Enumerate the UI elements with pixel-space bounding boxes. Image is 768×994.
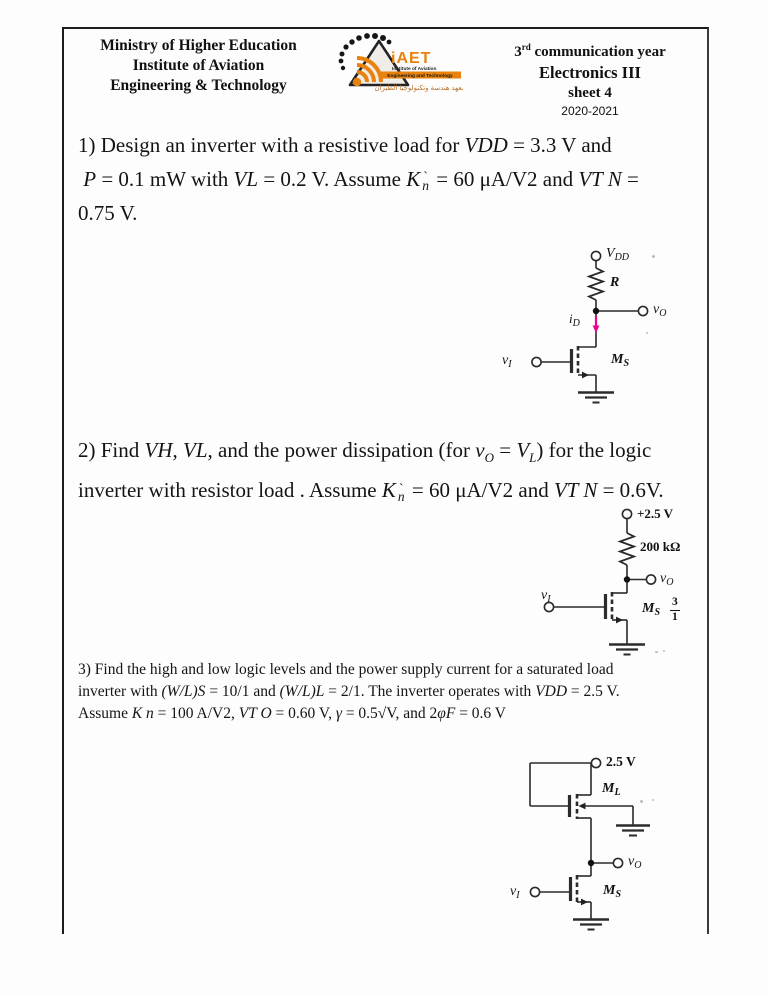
problem-2-line-1: 2) Find VH, VL, and the power dissipatio…	[78, 438, 652, 466]
problem-1: 1) Design an inverter with a resistive l…	[78, 128, 706, 230]
drain-current-label: iD	[569, 311, 580, 329]
problem-2: 2) Find VH, VL, and the power dissipatio…	[78, 434, 706, 506]
problem-3-line-3: Assume K n = 100 A/V2, VT O = 0.60 V, γ …	[78, 705, 506, 722]
supply-voltage-label: 2.5 V	[606, 754, 636, 769]
scan-speck	[652, 255, 655, 258]
logo-name-line1: Institute of Aviation	[392, 66, 436, 72]
page-border	[62, 27, 709, 934]
problem-3: 3) Find the high and low logic levels an…	[78, 659, 710, 725]
input-voltage-label: vI	[502, 353, 512, 370]
body-arrow-icon	[578, 802, 586, 810]
switch-transistor-label: MS	[603, 883, 622, 900]
output-voltage-label: vO	[660, 571, 674, 588]
output-voltage-label: vO	[653, 302, 667, 319]
output-node-dot	[592, 307, 600, 315]
scan-speck	[640, 800, 643, 803]
circuit-1-resistive-load-inverter: VDD R iD vO vI MS	[470, 240, 670, 415]
course-year-text: communication year	[530, 44, 666, 60]
institute-logo: iAET Institute of Aviation Engineering a…	[333, 32, 466, 98]
output-node-dot	[623, 576, 631, 583]
scan-speck	[652, 799, 654, 801]
switch-transistor-label: MS	[642, 601, 661, 618]
source-arrow-icon	[582, 371, 589, 379]
logo-arabic-name: معهد هندسة وتكنولوجيا الطيران	[374, 84, 463, 92]
output-node-dot	[587, 859, 595, 867]
course-info: 3rd communication year Electronics III s…	[477, 38, 703, 119]
circuit-3-saturated-load-inverter: 2.5 V ML vO vI MS	[450, 745, 700, 940]
drain-current-arrow-icon	[592, 316, 600, 333]
logo-name-line2: Engineering and Technology	[387, 73, 453, 79]
academic-year: 2020-2021	[561, 104, 619, 118]
institution-name: Ministry of Higher Education Institute o…	[80, 36, 317, 96]
sheet-number: sheet 4	[568, 85, 612, 101]
output-voltage-label: vO	[628, 854, 642, 871]
source-arrow-icon	[616, 616, 623, 624]
institution-line-2: Institute of Aviation	[132, 57, 265, 74]
problem-1-line-3: 0.75 V.	[78, 201, 138, 225]
logo-graphic-icon: iAET Institute of Aviation Engineering a…	[338, 33, 466, 92]
problem-3-line-2: inverter with (W/L)S = 10/1 and (W/L)L =…	[78, 683, 620, 700]
load-transistor-label: ML	[602, 781, 621, 798]
logo-acronym: iAET	[391, 50, 431, 67]
institution-line-3: Engineering & Technology	[110, 77, 287, 94]
problem-3-line-1: 3) Find the high and low logic levels an…	[78, 661, 614, 678]
vdd-supply-label: VDD	[606, 246, 630, 263]
resistor-label: R	[610, 275, 620, 290]
input-voltage-label: vI	[510, 884, 520, 901]
switch-transistor-label: MS	[611, 352, 630, 369]
problem-1-line-1: 1) Design an inverter with a resistive l…	[78, 133, 612, 157]
scan-speck	[646, 332, 648, 334]
scan-speck	[655, 651, 658, 653]
course-title: Electronics III	[539, 63, 641, 82]
circuit-1-schematic	[531, 250, 649, 404]
institution-line-1: Ministry of Higher Education	[100, 37, 297, 54]
circuit-2-schematic	[543, 508, 657, 656]
supply-voltage-label: +2.5 V	[637, 506, 674, 521]
circuit-3-schematic	[529, 757, 650, 931]
course-year: 3rd communication year	[477, 38, 703, 62]
course-year-number: 3	[514, 44, 522, 60]
scan-speck	[663, 650, 665, 652]
resistor-value-label: 200 kΩ	[640, 539, 681, 554]
source-arrow-icon	[581, 898, 588, 906]
input-voltage-label: vI	[541, 588, 551, 605]
course-year-ordinal: rd	[521, 42, 531, 52]
